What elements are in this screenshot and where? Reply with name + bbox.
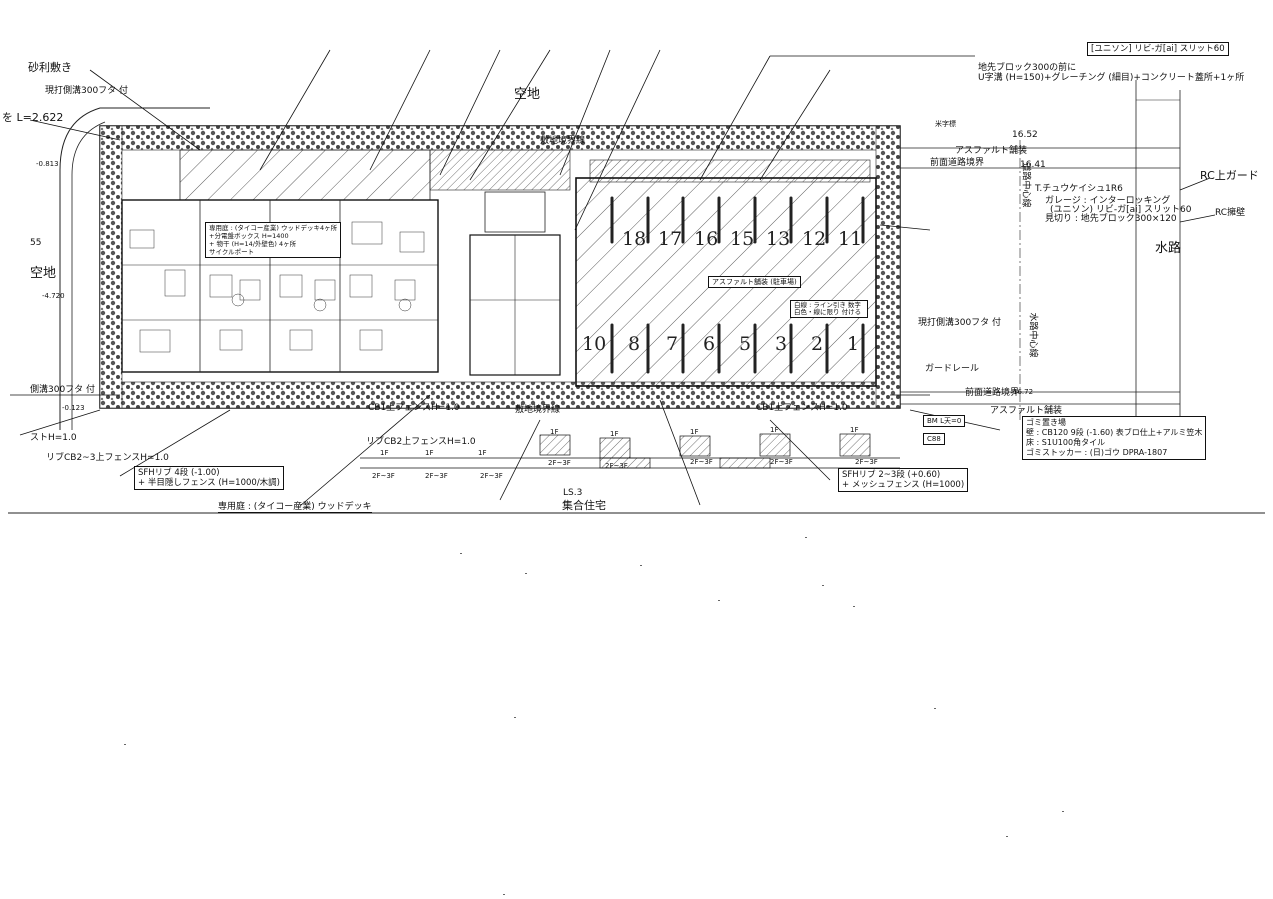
right-label-1: U字溝 (H=150)+グレーチング (細目)+コンクリート蓋所+1ヶ所 (978, 73, 1245, 83)
right-label-3: 前面道路境界 (930, 158, 985, 168)
scan-speck (805, 537, 807, 538)
scan-speck (640, 565, 642, 566)
right-label-0: 地先ブロック300の前に (978, 63, 1077, 73)
parking-space-number: 16 (694, 228, 719, 250)
parking-space-number: 7 (666, 333, 679, 355)
scan-speck (853, 606, 855, 607)
section-mark: 1F (425, 449, 434, 457)
parking-space-number: 13 (766, 228, 791, 250)
section-mark: 2F~3F (770, 458, 793, 466)
section-mark: 1F (380, 449, 389, 457)
right-label-5: 16.41 (1020, 160, 1046, 170)
right-label-10: RC上ガード (1200, 169, 1259, 182)
right-label-4: 16.52 (1012, 130, 1038, 140)
section-mark: 1F (478, 449, 487, 457)
waterway-label: 水路 (1155, 241, 1182, 256)
section-mark: 2F~3F (372, 472, 395, 480)
right-label-20: 16.72 (1013, 388, 1034, 396)
right-label-13: 道路中心線 (1020, 162, 1031, 208)
bottom-label-3: 敷地境界線 (540, 136, 586, 146)
left-label-7: -0.123 (62, 404, 85, 412)
left-label-2: を L=2.622 (2, 111, 64, 124)
scan-speck (718, 600, 720, 601)
scan-speck (460, 553, 462, 554)
parking-space-number: 15 (730, 228, 755, 250)
section-mark: 1F (610, 430, 619, 438)
section-mark: 1F (850, 426, 859, 434)
scan-speck (514, 717, 516, 718)
right-label-15: ガードレール (925, 364, 980, 374)
parking-space-number: 3 (775, 333, 788, 355)
section-mark: 1F (550, 428, 559, 436)
parking-space-number: 2 (811, 333, 824, 355)
parking-surface-note: アスファルト舗装 (駐車場) (708, 276, 801, 288)
bottom-label-1: CB1上フェンスH=1.0 (368, 403, 460, 413)
scan-speck (124, 744, 126, 745)
right-label-9: 見切り : 地先ブロック300×120 (1045, 214, 1177, 224)
right-label-16: 前面道路境界 (965, 388, 1020, 398)
scan-speck (822, 585, 824, 586)
vacant-land-top-label: 空地 (514, 87, 541, 102)
parking-space-number: 12 (802, 228, 827, 250)
right-label-19: C88 (923, 433, 945, 445)
left-label-8: ストH=1.0 (30, 433, 77, 443)
section-mark: 2F~3F (855, 458, 878, 466)
right-label-17: アスファルト舗装 (990, 406, 1063, 416)
parking-space-number: 5 (739, 333, 752, 355)
right-label-7: ガレージ : インターロッキング (1045, 196, 1171, 206)
line-paint-note: 白線 : ライン引き 数字 白色・線に限り 付ける (790, 300, 868, 318)
scan-speck (1006, 836, 1008, 837)
bottom-label-4: 敷地境界線 (515, 405, 561, 415)
fence-note-west: SFHリブ 4段 (-1.00) + 半目隠しフェンス (H=1000/木調) (134, 466, 284, 490)
scan-speck (1062, 811, 1064, 812)
ls3-label: LS.3 (563, 488, 583, 498)
section-mark: 1F (690, 428, 699, 436)
bottom-label-2: CB1上フェンスH=1.0 (756, 403, 848, 413)
left-label-3: -0.813 (36, 160, 59, 168)
section-mark: 2F~3F (425, 472, 448, 480)
scan-speck (525, 573, 527, 574)
section-mark: 2F~3F (480, 472, 503, 480)
parking-space-number: 17 (658, 228, 683, 250)
right-label-11: RC擁壁 (1215, 208, 1246, 218)
left-label-9: リブCB2~3上フェンスH=1.0 (46, 453, 169, 463)
right-label-14: 現打側溝300フタ 付 (918, 318, 1002, 328)
section-mark: 2F~3F (605, 462, 628, 470)
parking-space-number: 1 (847, 333, 860, 355)
right-label-6: T.チュウケイシュ1R6 (1035, 184, 1123, 194)
housing-label: 集合住宅 (562, 499, 606, 512)
right-label-12: 水路中心線 (1027, 312, 1038, 358)
parking-space-number: 10 (582, 333, 607, 355)
right-label-8: (ユニソン) リビ-ガ[ai] スリット60 (1050, 205, 1192, 215)
section-mark: 2F~3F (690, 458, 713, 466)
left-label-6: 側溝300フタ 付 (30, 385, 96, 395)
vacant-land-left-label: 空地 (30, 266, 57, 281)
left-label-0: 砂利敷き (28, 61, 72, 74)
parking-space-number: 11 (838, 228, 863, 250)
parking-space-number: 8 (628, 333, 641, 355)
top-right-note: [ユニソン] リビ-ガ[ai] スリット60 (1087, 42, 1229, 56)
scan-speck (934, 708, 936, 709)
left-label-5: -4.720 (42, 292, 65, 300)
section-mark: 1F (770, 426, 779, 434)
right-label-2: アスファルト舗装 (955, 146, 1028, 156)
parking-space-number: 6 (703, 333, 716, 355)
scan-speck (503, 894, 505, 895)
unit-garden-note: 専用庭 : (タイコー産業) ウッドデッキ4ヶ所 +分電盤ボックス H=1400… (205, 222, 342, 258)
fence-note-east: SFHリブ 2~3段 (+0.60) + メッシュフェンス (H=1000) (838, 468, 969, 492)
garbage-area-note: ゴミ置き場 壁 : CB120 9段 (-1.60) 表ブロ仕上+アルミ笠木 床… (1022, 416, 1207, 460)
section-mark: 2F~3F (548, 459, 571, 467)
left-label-1: 現打側溝300フタ 付 (45, 86, 129, 96)
parking-space-number: 18 (622, 228, 647, 250)
left-label-4: 55 (30, 238, 42, 248)
right-label-21: 米字標 (935, 120, 956, 128)
private-garden-note: 専用庭 : (タイコー産業) ウッドデッキ (218, 502, 372, 513)
right-label-18: BM L天=0 (923, 415, 966, 427)
bottom-label-0: リブCB2上フェンスH=1.0 (366, 437, 476, 447)
